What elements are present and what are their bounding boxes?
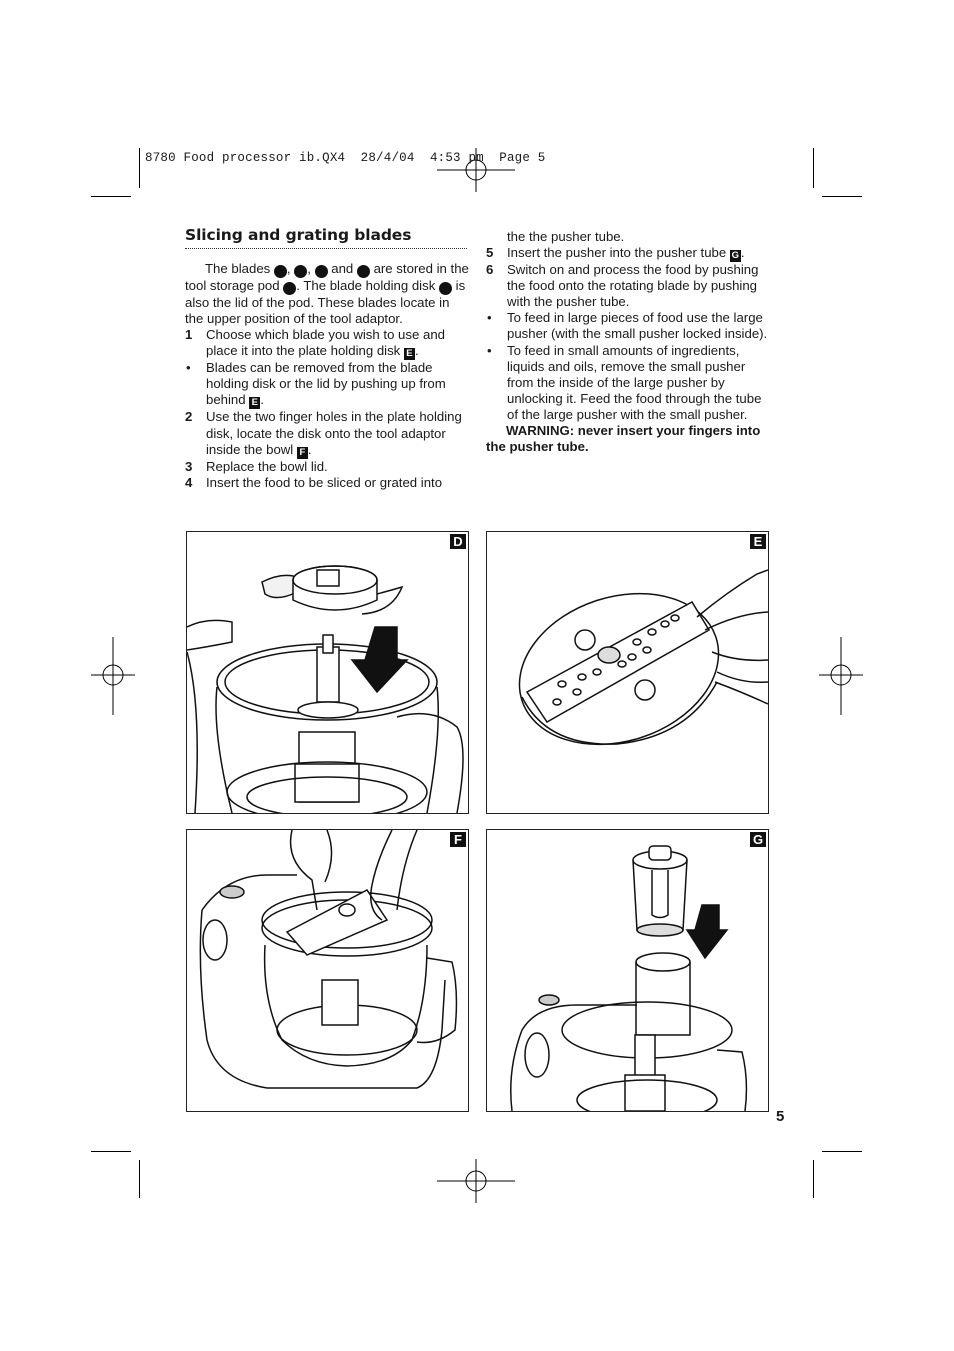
figure-f-panel: F: [186, 829, 469, 1112]
step-3: 3 Replace the bowl lid.: [185, 459, 469, 475]
blade-18-badge: 18: [356, 265, 386, 278]
intro-text: ,: [307, 261, 315, 276]
crop-mark: [822, 196, 862, 197]
intro-text: is also the lid of the pod. These blades…: [185, 278, 466, 327]
step-2: 2 Use the two finger holes in the plate h…: [185, 409, 469, 459]
figure-e-illustration: [518, 569, 768, 746]
disk-15-badge: 15: [438, 282, 468, 295]
figure-ref-badge: G: [729, 250, 741, 263]
figure-ref-badge: E: [249, 397, 261, 410]
page-number: 5: [776, 1108, 785, 1125]
blade-14-badge: 14: [273, 265, 303, 278]
step-text: Use the two finger holes in the plate ho…: [206, 409, 462, 457]
figure-g-panel: G: [486, 829, 769, 1112]
step-number: 4: [185, 474, 193, 490]
intro-text: . The blade holding disk: [296, 278, 439, 293]
step-4: 4 Insert the food to be sliced or grated …: [185, 475, 469, 491]
registration-mark-bottom: [437, 1159, 515, 1203]
registration-mark-top: [437, 148, 515, 192]
step-6: 6 Switch on and process the food by pushi…: [486, 262, 770, 310]
crop-mark: [139, 1160, 140, 1198]
blade-17-badge: 17: [314, 265, 343, 278]
step-text: Switch on and process the food by pushin…: [507, 262, 759, 310]
crop-mark: [91, 196, 131, 197]
bullet-remove-blades: • Blades can be removed from the blade ho…: [185, 360, 469, 410]
crop-mark: [813, 148, 814, 188]
bullet-text: .: [260, 392, 264, 408]
intro-paragraph: The blades 14, 16, 17 and 18 are stored …: [185, 261, 469, 327]
bullet-text: To feed in large pieces of food use the …: [507, 310, 768, 342]
step-text: Choose which blade you wish to use and p…: [206, 327, 445, 359]
step-text: Insert the food to be sliced or grated i…: [206, 474, 443, 490]
bullet-mark: •: [487, 342, 492, 358]
figure-d-illustration: [187, 565, 464, 813]
bullet-mark: •: [487, 310, 492, 326]
registration-mark-left: [91, 637, 135, 715]
bullet-mark: •: [186, 360, 191, 376]
step-4-continued: the the pusher tube.: [486, 229, 770, 245]
print-slug: 8780 Food processor ib.QX4 28/4/04 4:53 …: [145, 151, 546, 165]
step-1: 1 Choose which blade you wish to use and …: [185, 327, 469, 361]
warning-text: WARNING: never insert your fingers into …: [486, 423, 761, 455]
figure-g-illustration: [510, 845, 748, 1111]
figure-f-label: F: [450, 832, 466, 847]
step-number: 3: [185, 458, 193, 474]
section-title: Slicing and grating blades: [185, 226, 412, 244]
step-text: .: [740, 245, 745, 261]
intro-text: and: [327, 261, 357, 276]
figure-ref-badge: F: [296, 446, 308, 459]
step-number: 6: [486, 262, 494, 278]
crop-mark: [139, 148, 140, 188]
figure-d-panel: D: [186, 531, 469, 814]
registration-mark-right: [819, 637, 863, 715]
figure-g-label: G: [750, 832, 766, 847]
intro-text: ,: [286, 261, 295, 276]
crop-mark: [91, 1151, 131, 1152]
step-text: the the pusher tube.: [507, 229, 625, 244]
step-number: 1: [185, 327, 193, 343]
step-text: Replace the bowl lid.: [206, 458, 328, 474]
right-column: the the pusher tube. 5 Insert the pusher …: [486, 229, 770, 455]
intro-text: are stored in the tool storage pod: [185, 261, 469, 293]
blade-16-badge: 16: [294, 265, 323, 278]
bullet-small-amounts: • To feed in small amounts of ingredients…: [486, 343, 770, 423]
bullet-text: Blades can be removed from the blade hol…: [206, 360, 446, 408]
figure-ref-badge: E: [403, 348, 415, 361]
step-number: 5: [486, 245, 494, 261]
figure-f-illustration: [199, 830, 458, 1089]
figure-e-label: E: [750, 534, 766, 549]
pod-19-badge: 19: [283, 282, 312, 295]
figure-e-panel: E: [486, 531, 769, 814]
crop-mark: [813, 1160, 814, 1198]
intro-text: The blades: [205, 261, 274, 276]
bullet-large-pieces: • To feed in large pieces of food use the…: [486, 310, 770, 342]
step-number: 2: [185, 409, 193, 425]
left-column: The blades 14, 16, 17 and 18 are stored …: [185, 261, 469, 491]
step-text: .: [414, 343, 419, 359]
title-dotted-rule: [185, 248, 467, 249]
crop-mark: [822, 1151, 862, 1152]
step-text: Insert the pusher into the pusher tube: [507, 245, 730, 261]
bullet-text: To feed in small amounts of ingredients,…: [507, 342, 762, 422]
figure-d-label: D: [450, 534, 466, 549]
step-text: .: [307, 441, 312, 457]
